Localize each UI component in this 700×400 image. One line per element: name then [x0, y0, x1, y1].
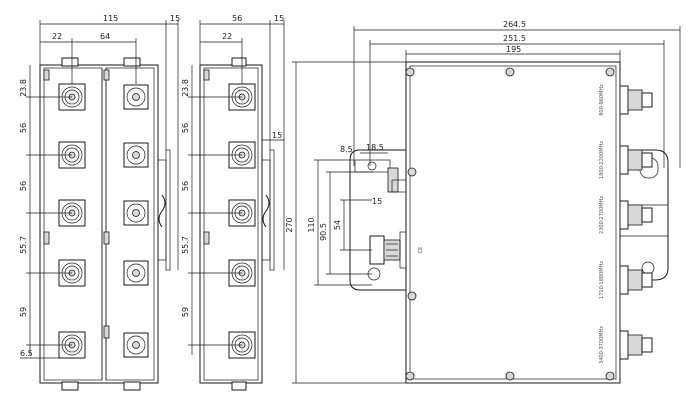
left-view-connectors-b — [123, 84, 149, 358]
dim-mid-pitch-1: 56 — [181, 123, 190, 133]
dim-mid-height: 270 — [285, 217, 294, 232]
dim-left-pitch-1: 56 — [19, 123, 28, 133]
dim-left-pitch-3: 55.7 — [19, 236, 28, 254]
dim-left-bottom: 6.5 — [20, 349, 33, 358]
left-view: 115 15 22 64 23.8 56 56 55.7 59 6.5 — [19, 14, 180, 391]
left-view-connectors-a — [58, 83, 86, 359]
dim-right-a: 8.5 — [340, 145, 353, 154]
body-marking: CE — [418, 247, 424, 254]
dim-left-small: 22 — [52, 32, 62, 41]
right-view: 800-960MHz 1800-2200MHz 2300-2700MHz 171… — [307, 20, 681, 384]
dim-right-c: 15 — [372, 197, 382, 206]
dim-left-pitch-4: 59 — [19, 307, 28, 317]
dim-left-pitch-2: 56 — [19, 181, 28, 191]
dim-right-b: 18.5 — [366, 143, 384, 152]
dim-mid-pitch-3: 55.7 — [181, 236, 190, 254]
dim-right-mid: 251.5 — [503, 34, 526, 43]
dim-left-right-offset: 15 — [170, 14, 180, 23]
output-connectors — [619, 85, 653, 360]
left-mounting-bracket — [349, 149, 406, 291]
dim-mid-overall: 56 — [232, 14, 242, 23]
dim-right-h3: 54 — [333, 220, 342, 230]
right-view-body — [405, 61, 621, 384]
port-label-1: 800-960MHz — [599, 84, 605, 116]
port-label-4: 1710-1880MHz — [599, 261, 605, 299]
dim-mid-pitch-2: 56 — [181, 181, 190, 191]
dim-mid-pitch-4: 59 — [181, 307, 190, 317]
dim-right-h1: 110 — [307, 217, 316, 232]
dim-left-top: 23.8 — [19, 79, 28, 97]
dim-mid-side: 15 — [272, 131, 282, 140]
dim-left-mid: 64 — [100, 32, 110, 41]
dim-right-inner: 195 — [506, 45, 521, 54]
right-mounting-bracket — [620, 149, 669, 281]
dim-right-h2: 90.5 — [319, 223, 328, 241]
dim-mid-top: 23.8 — [181, 79, 190, 97]
bracket-connector — [369, 231, 407, 269]
middle-view-connectors — [228, 83, 256, 359]
mounting-holes — [405, 67, 615, 381]
dim-mid-right-offset: 15 — [274, 14, 284, 23]
port-label-5: 3400-3700MHz — [599, 326, 605, 364]
dim-left-overall: 115 — [103, 14, 118, 23]
dim-mid-small: 22 — [222, 32, 232, 41]
port-label-3: 2300-2700MHz — [599, 196, 605, 234]
port-label-2: 1800-2200MHz — [599, 141, 605, 179]
dim-right-total: 264.5 — [503, 20, 526, 29]
middle-view: 56 15 22 23.8 56 56 55.7 59 15 270 — [181, 14, 406, 391]
